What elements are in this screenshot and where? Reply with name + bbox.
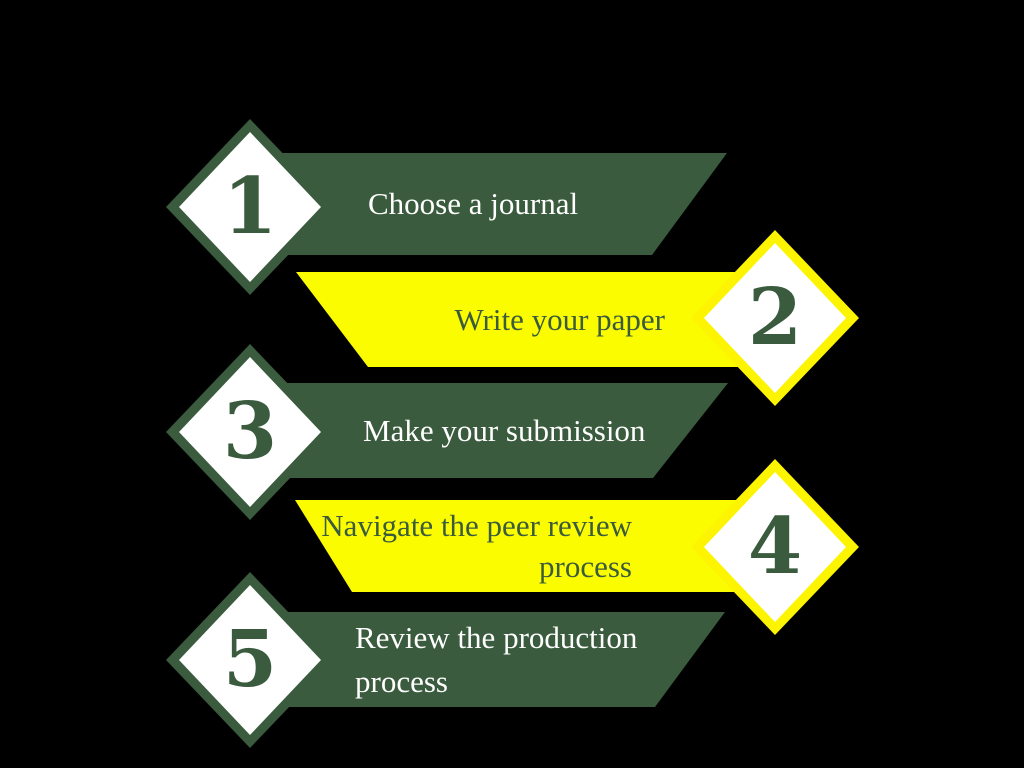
step-4-diamond-fill: 4: [704, 472, 846, 622]
step-5-number: 5: [222, 614, 278, 705]
step-1-diamond-icon: 1: [166, 119, 334, 295]
step-4-label: Navigate the peer review: [321, 508, 632, 543]
step-2-label: Write your paper: [454, 301, 666, 337]
step-1-label: Choose a journal: [368, 186, 579, 221]
step-2-number: 2: [747, 272, 803, 363]
step-5-label: Review the production: [355, 619, 638, 655]
step-2-diamond-fill: 2: [704, 243, 846, 393]
step-3-number: 3: [222, 386, 278, 477]
step-4-diamond-icon: 4: [691, 459, 859, 635]
step-4-number: 4: [747, 501, 803, 592]
step-3-diamond-fill: 3: [179, 357, 321, 507]
step-5-label-line-2: process: [355, 663, 448, 699]
step-1-number: 1: [222, 161, 278, 252]
step-2-diamond-icon: 2: [691, 230, 859, 406]
step-5-diamond-fill: 5: [179, 585, 321, 735]
step-5-diamond-icon: 5: [166, 572, 334, 748]
step-3-diamond-icon: 3: [166, 344, 334, 520]
step-4-label-line-2: process: [539, 549, 632, 584]
step-3-label: Make your submission: [363, 412, 646, 448]
